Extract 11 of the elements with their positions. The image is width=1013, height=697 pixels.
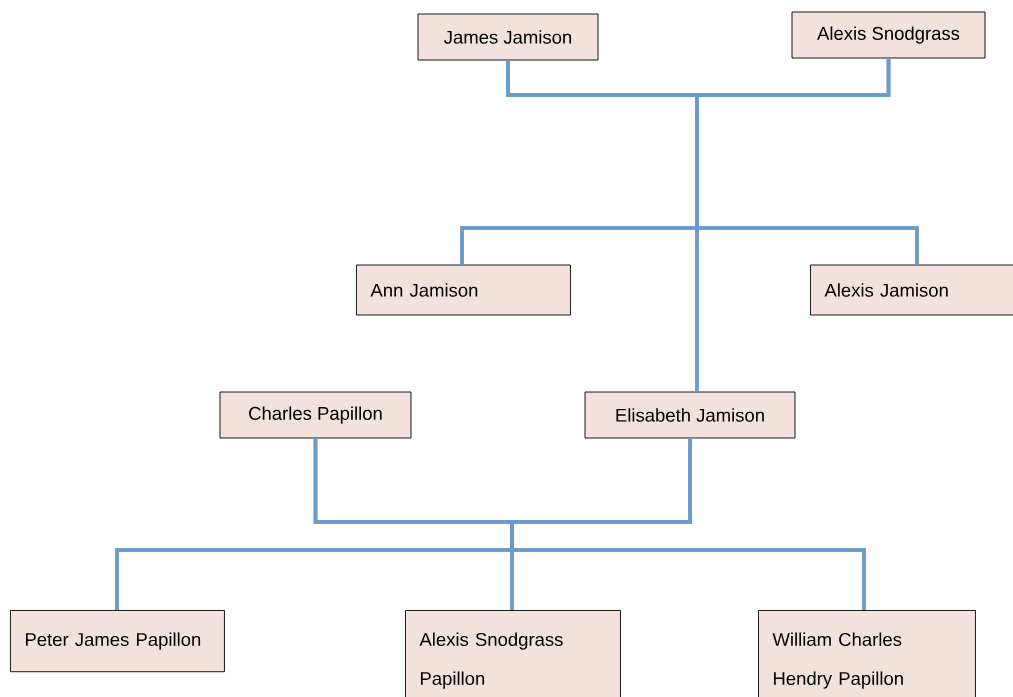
name-box: Charles Papillon (219, 391, 412, 439)
name-box: Peter James Papillon (10, 610, 225, 673)
family-line (510, 438, 866, 610)
name-box: Elisabeth Jamison (584, 391, 796, 439)
name-box: James Jamison (417, 13, 599, 61)
name-box: Alexis Jamison (810, 264, 1013, 316)
family-line (695, 58, 891, 392)
name-box: William Charles Hendry Papillon (758, 610, 976, 697)
name-box: Alexis Snodgrass Papillon (405, 610, 621, 697)
name-box: Alexis Snodgrass (791, 11, 986, 59)
name-box: Ann Jamison (356, 264, 571, 316)
